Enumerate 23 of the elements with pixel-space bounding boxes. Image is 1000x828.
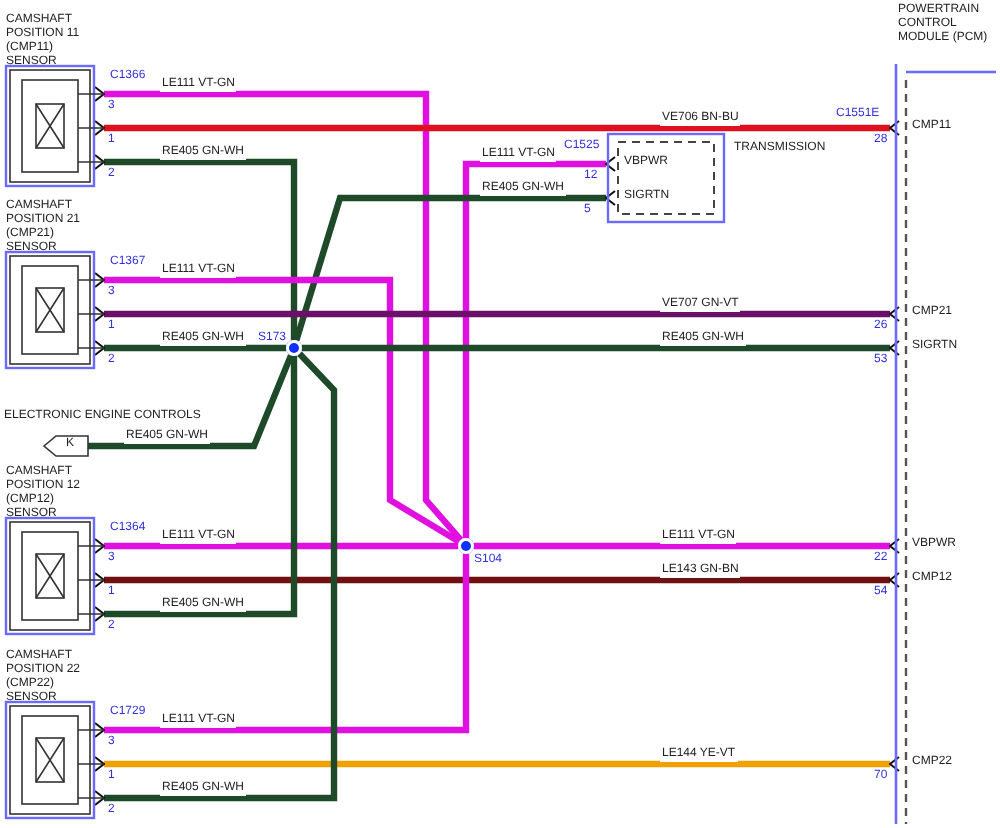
wire xyxy=(94,351,338,806)
wire xyxy=(88,354,294,450)
wire xyxy=(94,340,286,356)
wire xyxy=(94,154,298,340)
wire xyxy=(94,86,464,543)
wire xyxy=(293,190,616,342)
splice-dot xyxy=(458,538,474,554)
wire xyxy=(94,756,900,772)
sensor xyxy=(4,12,104,188)
sensor xyxy=(4,648,104,820)
sensor xyxy=(4,198,104,370)
wire xyxy=(94,272,461,545)
splice-dot xyxy=(286,340,302,356)
wire xyxy=(94,572,900,588)
sensor xyxy=(4,464,104,636)
wire xyxy=(462,156,616,538)
wire xyxy=(94,538,458,554)
wire xyxy=(302,340,900,356)
wire xyxy=(474,538,900,554)
wire xyxy=(94,554,470,738)
wire xyxy=(94,120,900,136)
wire xyxy=(94,356,298,622)
wire xyxy=(94,306,900,322)
